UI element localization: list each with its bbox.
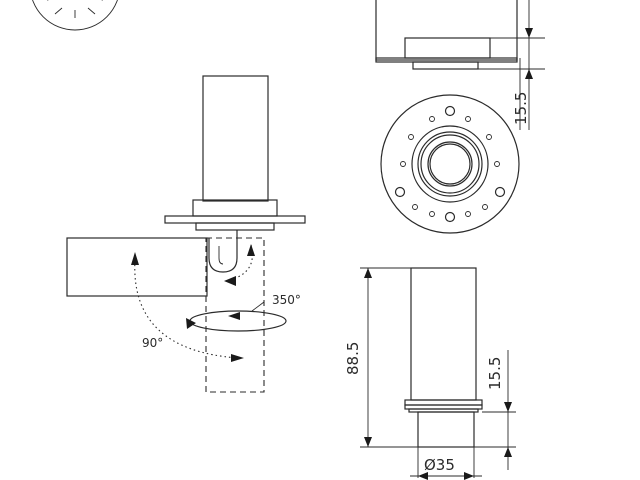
front-view: 88.5 15.5 Ø35 [344, 267, 516, 480]
tilt-angle-label: 90° [142, 336, 163, 350]
dim-bottom-height: 15.5 [486, 357, 504, 390]
tilt-joint [208, 230, 238, 273]
spot-head-tilted [66, 237, 208, 297]
flange-outline [380, 94, 520, 234]
top-view [380, 94, 520, 234]
dim-total-length: 88.5 [344, 342, 362, 375]
dim-top-height: 15.5 [512, 92, 530, 125]
arrow-icon [186, 318, 196, 329]
arrow-up-icon [247, 244, 255, 256]
tilt-arc-small [229, 244, 253, 281]
front-base [417, 411, 475, 448]
rotating-spot-view: 350° 90° [66, 75, 306, 393]
light-icon [32, 0, 118, 31]
side-body [375, 0, 518, 61]
arrow-up-icon [131, 252, 139, 265]
spot-head-vertical [205, 237, 265, 393]
flange-neck [195, 222, 275, 231]
arrow-left-icon [228, 312, 240, 320]
spot-body [202, 75, 269, 202]
arrow-left-icon [224, 276, 236, 286]
side-collar [404, 37, 491, 59]
front-body [410, 267, 477, 401]
arrow-right-icon [231, 354, 244, 362]
side-view: 15.5 [375, 0, 545, 130]
mounting-holes [394, 105, 506, 223]
spot-collar [192, 199, 278, 217]
rotation-angle-label: 350° [272, 293, 301, 307]
mounting-flange [164, 215, 306, 224]
dim-diameter: Ø35 [424, 456, 455, 474]
